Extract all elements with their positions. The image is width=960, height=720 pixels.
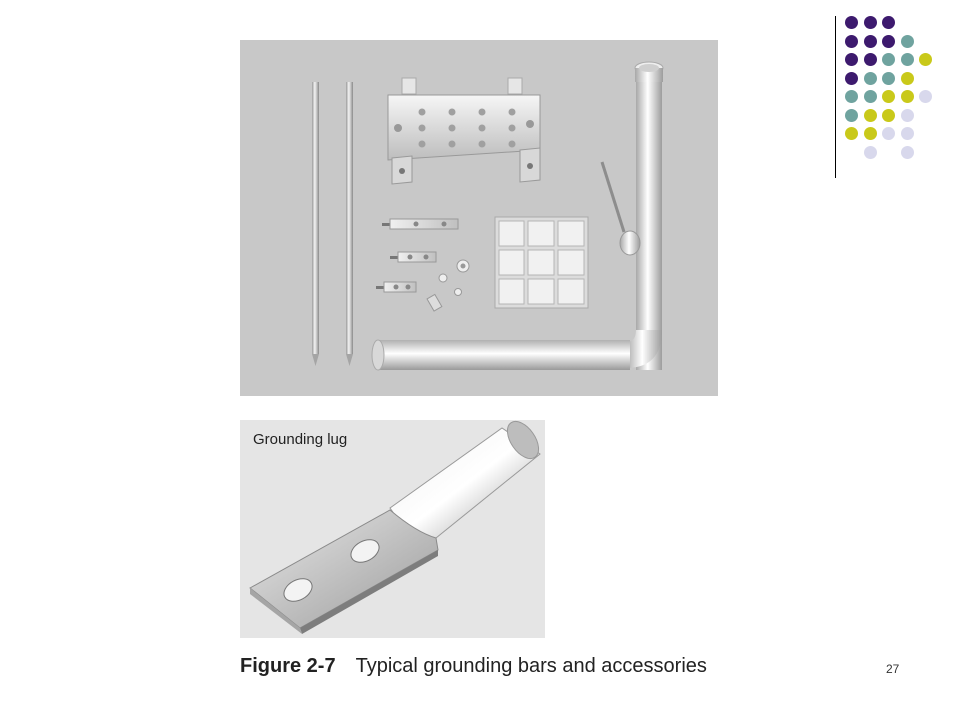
decorative-dot — [882, 53, 895, 66]
decorative-dot — [863, 90, 877, 103]
figure-number: Figure 2-7 — [240, 655, 336, 677]
ground-bar-icon — [387, 77, 541, 185]
decorative-dot — [863, 145, 877, 159]
grounding-lug-label: Grounding lug — [253, 431, 348, 448]
grounding-lug-illustration: Grounding lug — [240, 420, 545, 638]
decorative-dot — [863, 53, 877, 66]
grounding-lug-icon — [249, 420, 541, 634]
decorative-dot — [900, 53, 914, 66]
decorative-dot — [900, 71, 914, 85]
decorative-dot — [845, 34, 858, 48]
ground-rod-icon — [312, 82, 353, 366]
hardware-icon — [376, 218, 470, 312]
decorative-dot — [845, 53, 858, 66]
decorative-dot-grid — [0, 0, 960, 200]
decorative-dot — [900, 34, 914, 48]
decorative-dot — [845, 108, 858, 122]
decorative-dot — [900, 127, 914, 140]
decorative-dot — [882, 34, 895, 48]
grounding-lug-drawing — [249, 420, 541, 634]
decorative-dot — [882, 108, 895, 122]
decorative-dot — [900, 90, 914, 103]
decorative-dot — [919, 90, 932, 103]
decorative-dot — [882, 16, 895, 29]
decorative-dot — [900, 108, 914, 122]
decorative-dot — [845, 90, 858, 103]
decorative-dot — [863, 127, 877, 140]
figure-caption: Figure 2-7 Typical grounding bars and acc… — [240, 655, 707, 678]
ground-grid-icon — [494, 216, 589, 309]
decorative-dot — [863, 108, 877, 122]
decorative-dot — [845, 16, 858, 29]
page-number: 27 — [886, 662, 900, 676]
decorative-dot — [900, 145, 914, 159]
figure-caption-text: Typical grounding bars and accessories — [355, 655, 707, 677]
vertical-divider — [835, 16, 836, 178]
decorative-dot — [863, 16, 877, 29]
decorative-dot — [882, 127, 895, 140]
decorative-dot — [845, 71, 858, 85]
decorative-dot — [882, 71, 895, 85]
grounding-accessories-drawing — [312, 61, 664, 371]
decorative-dot — [882, 90, 895, 103]
decorative-dot — [845, 127, 858, 140]
decorative-dot — [863, 71, 877, 85]
decorative-dot — [919, 53, 932, 66]
ground-pipe-icon — [371, 61, 664, 371]
grounding-accessories-illustration — [240, 40, 718, 396]
decorative-dot — [863, 34, 877, 48]
